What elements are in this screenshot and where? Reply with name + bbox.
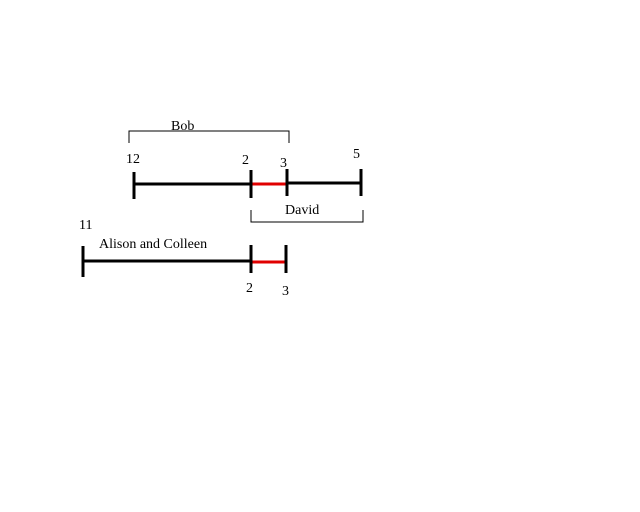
top-tick-label-5: 5 — [353, 147, 360, 162]
david-bracket-line — [250, 210, 364, 223]
david-bracket: David — [250, 203, 364, 223]
bob-bracket: Bob — [128, 119, 290, 143]
bottom-tick-label-11: 11 — [79, 218, 92, 233]
top-tick-label-2: 2 — [242, 153, 249, 168]
bob-bracket-line — [128, 130, 290, 143]
top-timeline: 12 2 3 5 — [126, 147, 363, 199]
david-label: David — [285, 203, 319, 218]
bottom-timeline: 11 Alison and Colleen 2 3 — [79, 218, 289, 299]
bottom-tick-label-2: 2 — [246, 281, 253, 296]
bottom-tick-label-3: 3 — [282, 284, 289, 299]
alison-colleen-label: Alison and Colleen — [99, 237, 207, 252]
bob-label: Bob — [171, 119, 194, 134]
top-tick-label-3: 3 — [280, 156, 287, 171]
top-tick-label-12: 12 — [126, 152, 140, 167]
